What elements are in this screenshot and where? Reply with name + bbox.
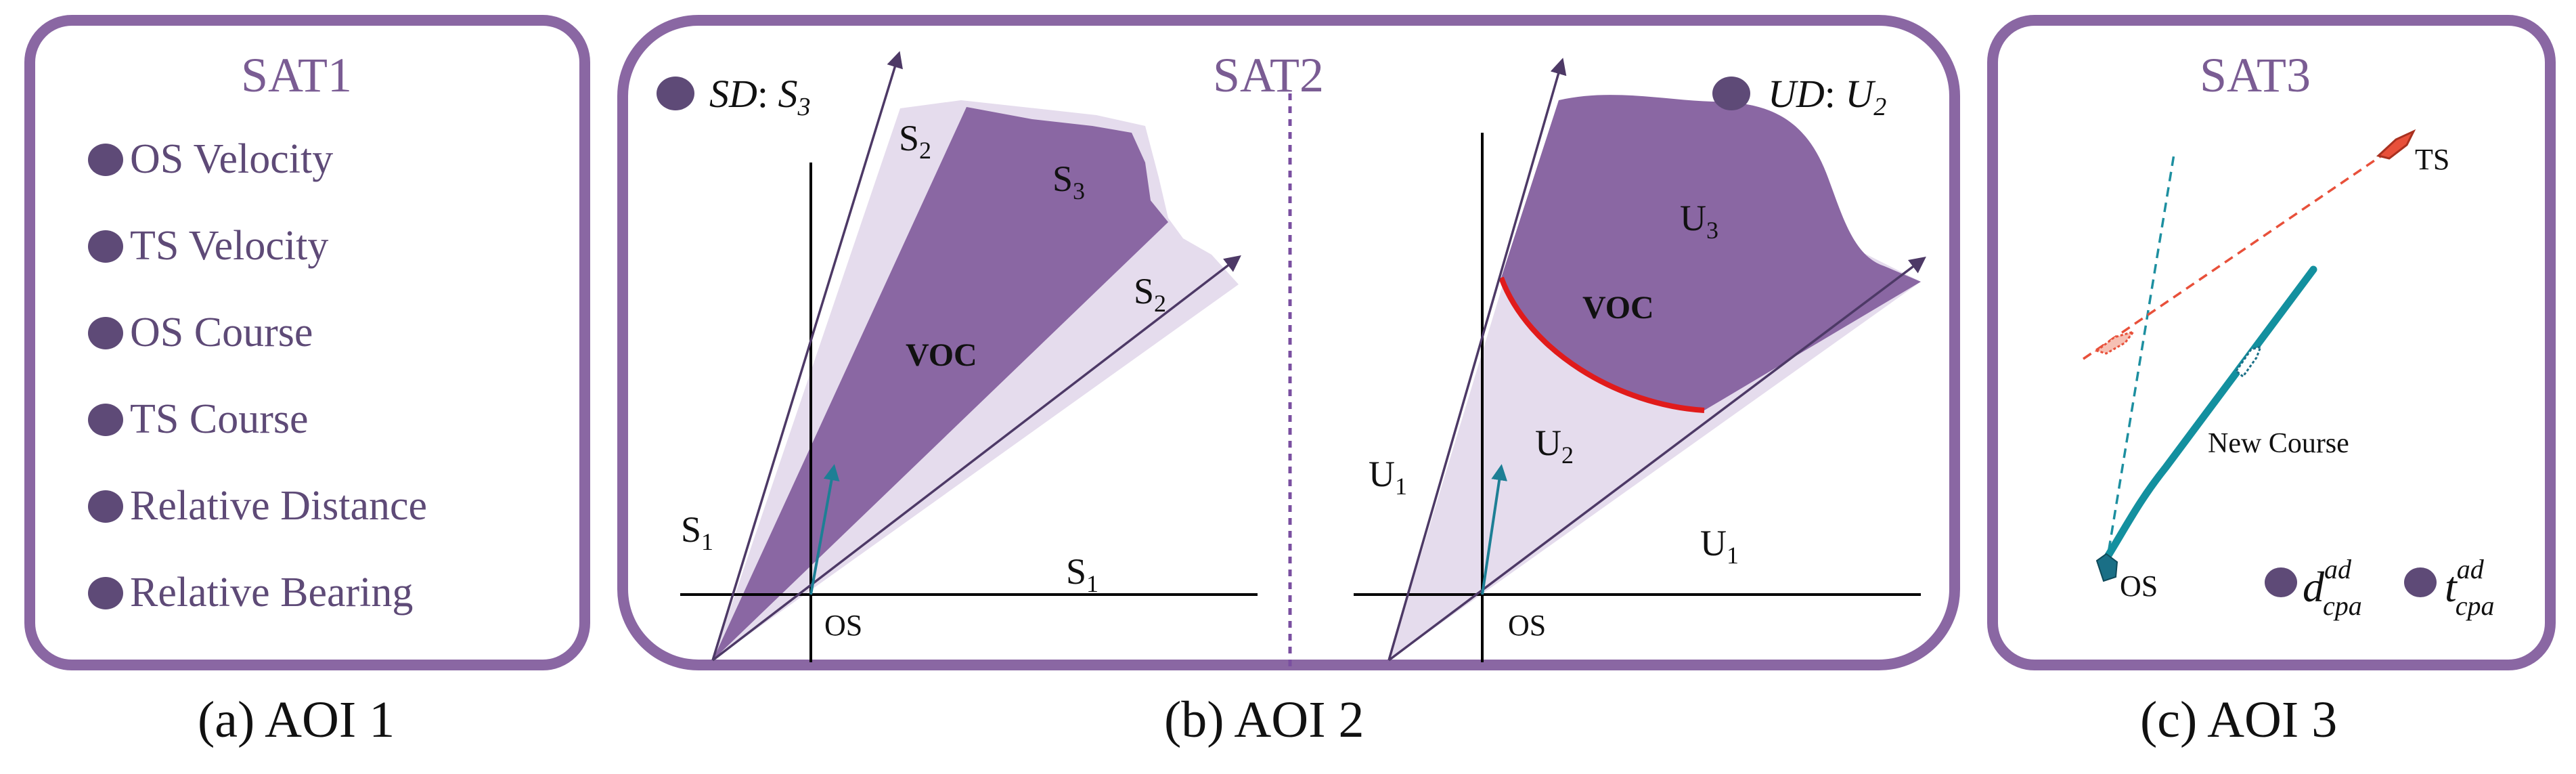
ts-future-ghost-icon <box>2094 330 2136 355</box>
sd-os-velocity-arrow <box>809 464 840 595</box>
bullet-dot-icon <box>88 316 123 349</box>
sat1-title: SAT1 <box>241 48 353 102</box>
ts-label: TS <box>2415 143 2449 176</box>
sat1-item-label: Relative Distance <box>130 483 427 529</box>
u1-label-right: U1 <box>1700 523 1739 569</box>
ud-voc-label: VOC <box>1582 290 1654 326</box>
ud-os-label: OS <box>1508 609 1546 642</box>
s3-label: S3 <box>1052 158 1085 205</box>
sat1-item-relative-distance: Relative Distance <box>88 482 427 530</box>
dcpa-legend-dot-icon <box>2265 567 2297 597</box>
bullet-dot-icon <box>88 230 123 263</box>
sd-voc-label: VOC <box>906 337 977 373</box>
bullet-dot-icon <box>88 490 123 523</box>
sat1-item-relative-bearing: Relative Bearing <box>88 569 413 617</box>
sd-cone-ray-lower <box>711 255 1241 662</box>
sd-legend: SD: S3 <box>709 72 811 121</box>
ud-cone-ray-upper <box>1387 58 1567 661</box>
s2-label-upper: S2 <box>899 118 931 164</box>
caption-aoi-3: (c) AOI 3 <box>2140 691 2338 748</box>
tcpa-legend-dot-icon <box>2404 567 2437 597</box>
sd-diagram <box>680 51 1258 662</box>
u1-label-left: U1 <box>1369 454 1407 500</box>
ud-os-velocity-arrow <box>1481 464 1508 595</box>
sat1-item-label: OS Velocity <box>130 136 334 182</box>
os-heading-dashed <box>2105 154 2175 566</box>
sd-cone-ray-upper <box>711 51 903 661</box>
sd-legend-dot-icon <box>657 77 694 110</box>
ts-vessel-icon <box>2376 129 2416 160</box>
s2-label-lower: S2 <box>1134 271 1166 317</box>
sat1-item-label: TS Velocity <box>130 223 329 269</box>
os-label: OS <box>2120 569 2158 603</box>
u2-label: U2 <box>1535 423 1574 469</box>
ud-legend: UD: U2 <box>1768 72 1886 121</box>
caption-aoi-2: (b) AOI 2 <box>1164 691 1364 748</box>
ts-track-dashed <box>2083 141 2402 360</box>
sat3-title: SAT3 <box>2200 48 2311 102</box>
ud-boundary-arc <box>1498 276 1705 413</box>
sat1-item-ts-course: TS Course <box>88 395 309 444</box>
ud-legend-dot-icon <box>1712 77 1750 110</box>
new-course-label: New Course <box>2208 428 2349 459</box>
caption-aoi-1: (a) AOI 1 <box>198 691 395 748</box>
sat3-scene <box>2083 129 2437 597</box>
sat1-item-label: OS Course <box>130 309 313 356</box>
bullet-dot-icon <box>88 143 123 176</box>
new-course-path <box>2102 265 2317 563</box>
u3-region <box>1501 95 1921 411</box>
bullet-dot-icon <box>88 576 123 609</box>
bullet-dot-icon <box>88 403 123 436</box>
sat3-panel <box>1987 15 2556 670</box>
ud-diagram <box>1354 58 1926 662</box>
sd-os-label: OS <box>824 609 862 642</box>
u3-label: U3 <box>1680 198 1718 244</box>
s1-label-left: S1 <box>681 509 713 555</box>
s3-region <box>713 107 1168 660</box>
sat1-item-label: Relative Bearing <box>130 569 414 616</box>
os-future-ghost-icon <box>2234 345 2263 379</box>
sat2-title: SAT2 <box>1213 48 1325 102</box>
sat1-item-os-velocity: OS Velocity <box>88 135 333 184</box>
ud-cone-ray-lower <box>1387 257 1926 662</box>
sat1-item-label: TS Course <box>130 396 309 442</box>
sat1-item-os-course: OS Course <box>88 309 313 357</box>
sat1-item-ts-velocity: TS Velocity <box>88 222 328 270</box>
s1-label-bottom: S1 <box>1066 551 1098 597</box>
os-vessel-icon <box>2095 553 2118 582</box>
